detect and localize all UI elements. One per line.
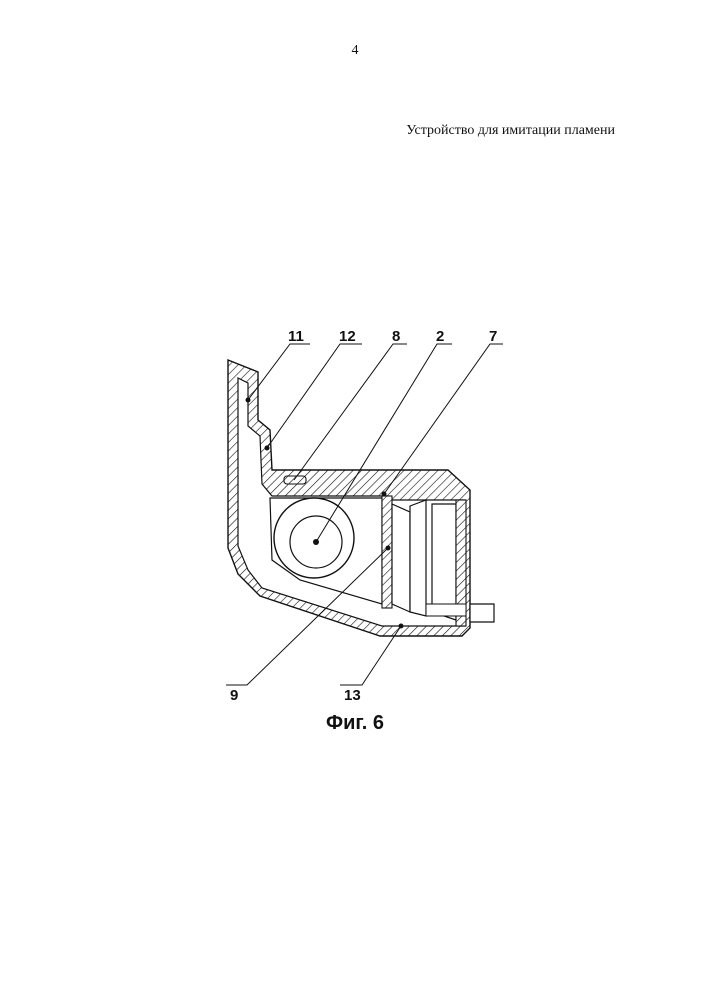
callout-11: 11 [288, 328, 304, 345]
callout-13: 13 [344, 687, 361, 704]
leader-8 [294, 344, 407, 480]
plate-a [410, 500, 426, 616]
callout-2: 2 [436, 328, 444, 345]
right-tab [470, 604, 494, 622]
callout-8: 8 [392, 328, 400, 345]
callout-7: 7 [489, 328, 497, 345]
leader-12 [267, 344, 362, 448]
plate-b [432, 504, 456, 620]
plate-9 [392, 504, 410, 612]
element-8 [284, 476, 306, 484]
inner-bottom-plate [426, 604, 466, 616]
callout-12: 12 [339, 328, 356, 345]
callout-9: 9 [230, 687, 238, 704]
figure-caption: Фиг. 6 [300, 712, 410, 735]
